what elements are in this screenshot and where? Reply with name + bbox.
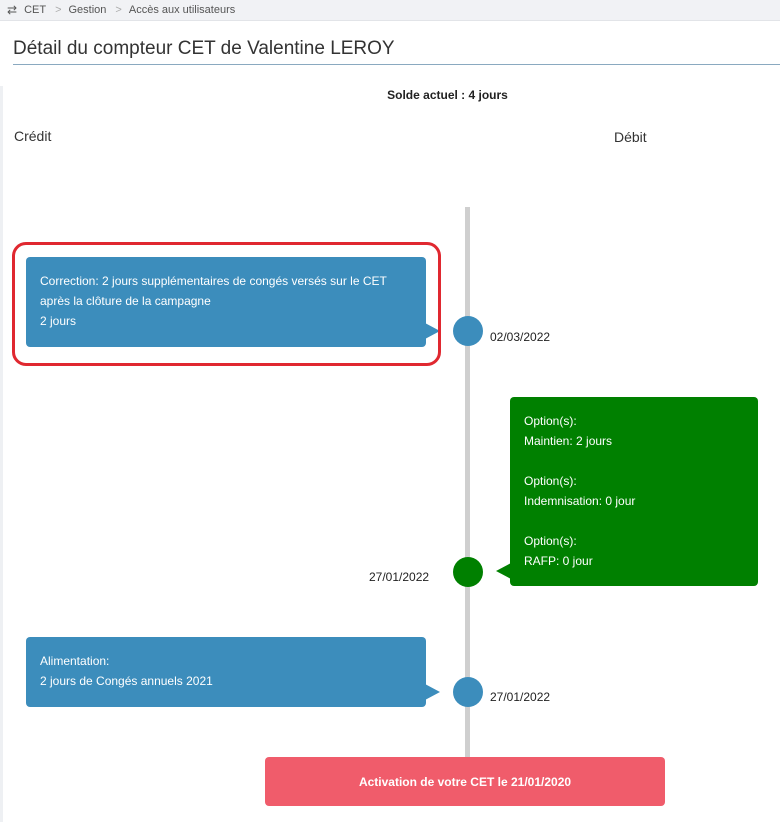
left-edge-border (0, 86, 3, 822)
entry-text: Maintien: 2 jours (524, 434, 613, 448)
entry-text: 2 jours (40, 314, 77, 328)
timeline-entry-options: Option(s): Maintien: 2 jours Option(s): … (510, 397, 758, 586)
credit-column-header: Crédit (14, 128, 52, 144)
current-balance: Solde actuel : 4 jours (387, 88, 508, 102)
breadcrumb: ⇄ CET > Gestion > Accès aux utilisateurs (0, 0, 780, 21)
breadcrumb-separator: > (55, 4, 62, 16)
entry-text: Alimentation: (40, 654, 110, 668)
entry-text (524, 451, 744, 471)
breadcrumb-item-cet[interactable]: CET (24, 4, 47, 16)
entry-pointer (425, 684, 440, 700)
timeline-dot (453, 316, 483, 346)
entry-text: Correction: 2 jours supplémentaires de c… (40, 274, 387, 288)
debit-column-header: Débit (614, 129, 647, 145)
entry-date: 27/01/2022 (490, 690, 551, 704)
timeline-axis (465, 207, 470, 772)
entry-text (524, 511, 744, 531)
entry-text: après la clôture de la campagne (40, 294, 211, 308)
entry-text: Option(s): (524, 534, 577, 548)
highlight-frame (12, 242, 441, 366)
activation-banner: Activation de votre CET le 21/01/2020 (265, 757, 665, 806)
page-title: Détail du compteur CET de Valentine LERO… (13, 38, 395, 59)
entry-pointer (496, 563, 511, 579)
breadcrumb-item-acces[interactable]: Accès aux utilisateurs (128, 4, 236, 16)
title-divider (13, 64, 780, 65)
timeline-entry-correction: Correction: 2 jours supplémentaires de c… (26, 257, 426, 347)
breadcrumb-separator: > (115, 4, 122, 16)
timeline-dot (453, 557, 483, 587)
breadcrumb-item-gestion[interactable]: Gestion (68, 4, 107, 16)
entry-pointer (425, 323, 440, 339)
entry-text: Option(s): (524, 414, 577, 428)
timeline-dot (453, 677, 483, 707)
entry-text: 2 jours de Congés annuels 2021 (40, 674, 213, 688)
entry-date: 02/03/2022 (490, 330, 551, 344)
timeline-entry-alimentation: Alimentation: 2 jours de Congés annuels … (26, 637, 426, 707)
entry-text: Indemnisation: 0 jour (524, 494, 636, 508)
entry-text: Option(s): (524, 474, 577, 488)
entry-text: RAFP: 0 jour (524, 554, 593, 568)
entry-date: 27/01/2022 (369, 570, 430, 584)
swap-icon[interactable]: ⇄ (7, 3, 18, 17)
